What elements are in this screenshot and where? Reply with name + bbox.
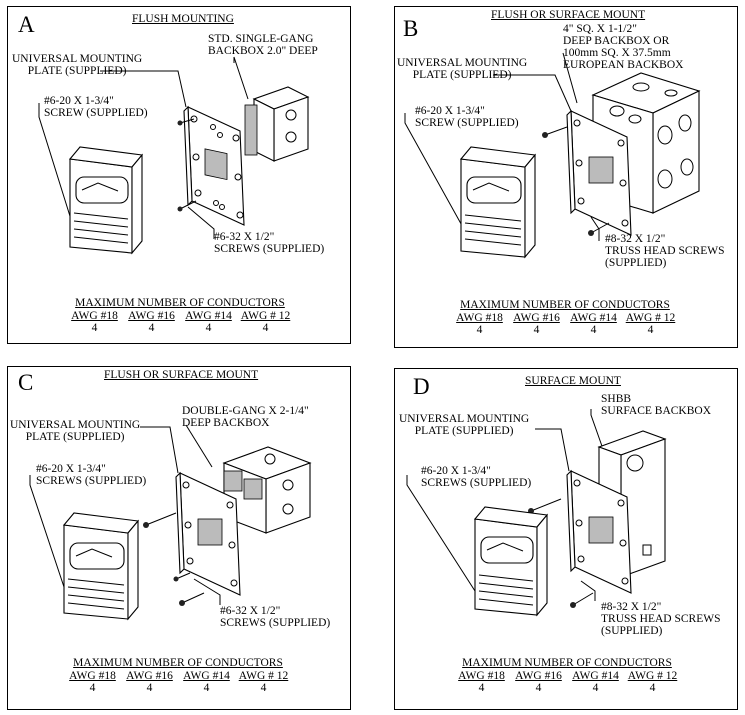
device-screw-label: #6-20 X 1-3/4"SCREWS (SUPPLIED) [36,463,147,487]
single-gang-backbox [244,86,310,162]
panel-letter: C [18,370,34,395]
mounting-plate [183,105,245,226]
mounting-plate [175,471,241,596]
mount-type-title: FLUSH MOUNTING [132,13,234,25]
box-screw-label: #6-32 X 1/2"SCREWS (SUPPLIED) [220,605,331,629]
panel-letter: D [413,374,430,399]
mount-type-title: SURFACE MOUNT [525,375,621,387]
box-screw-label: #8-32 X 1/2"TRUSS HEAD SCREWS(SUPPLIED) [601,601,721,637]
box-screw-label: #6-32 X 1/2"SCREWS (SUPPLIED) [214,231,325,255]
mount-type-title: FLUSH OR SURFACE MOUNT [104,369,259,381]
box-screw-label: #8-32 X 1/2"TRUSS HEAD SCREWS(SUPPLIED) [605,233,725,269]
device-screw-label: #6-20 X 1-3/4"SCREW (SUPPLIED) [44,95,148,119]
conductor-table-title: MAXIMUM NUMBER OF CONDUCTORS [73,657,283,669]
panel-c: C FLUSH OR SURFACE MOUNT DOUBLE-GANG X 2… [7,366,351,710]
mount-type-title: FLUSH OR SURFACE MOUNT [491,9,646,21]
horn-strobe-device [62,512,140,621]
device-screw-label: #6-20 X 1-3/4"SCREWS (SUPPLIED) [421,465,532,489]
mounting-plate [566,469,632,594]
panel-a-drawing [38,56,310,255]
panel-b-drawing [404,52,701,259]
conductor-table-title: MAXIMUM NUMBER OF CONDUCTORS [75,297,285,309]
horn-strobe-device [459,146,537,259]
mounting-plate [566,109,632,236]
panel-c-drawing [29,424,312,621]
panel-letter: B [403,16,419,41]
conductor-table-title: MAXIMUM NUMBER OF CONDUCTORS [460,299,670,311]
panel-d-drawing [406,409,667,617]
backbox-label: DOUBLE-GANG X 2-1/4"DEEP BACKBOX [182,405,309,429]
device-screw-label: #6-20 X 1-3/4"SCREW (SUPPLIED) [415,105,519,129]
panel-b: B FLUSH OR SURFACE MOUNT 4" SQ. X 1-1/2"… [394,6,738,348]
conductor-table-title: MAXIMUM NUMBER OF CONDUCTORS [462,657,672,669]
horn-strobe-device [68,146,144,255]
panel-letter: A [18,12,35,37]
horn-strobe-device [473,506,549,617]
